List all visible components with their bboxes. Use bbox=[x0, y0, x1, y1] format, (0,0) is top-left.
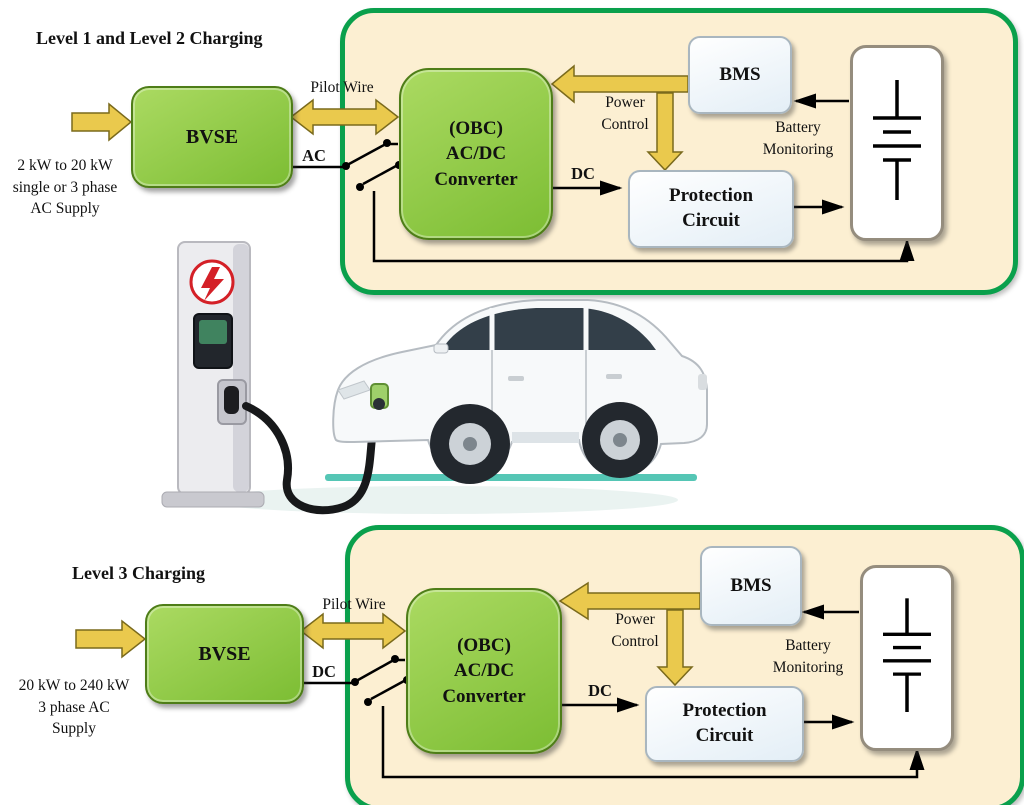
level12-bvse-box: BVSE bbox=[131, 86, 293, 188]
level3-title: Level 3 Charging bbox=[72, 563, 205, 583]
level12-pilot-wire-label: Pilot Wire bbox=[310, 79, 374, 96]
level3-supply-arrow bbox=[75, 619, 147, 659]
level12-supply-arrow bbox=[71, 102, 133, 142]
level3-protection-circuit-box: Protection Circuit bbox=[645, 686, 804, 762]
level12-bms-box: BMS bbox=[688, 36, 792, 114]
level3-bvse-box: BVSE bbox=[145, 604, 304, 704]
station-screen bbox=[193, 313, 233, 369]
car-body bbox=[332, 299, 708, 477]
level12-battery-monitoring-label: Battery Monitoring bbox=[762, 119, 834, 158]
ground-shadow bbox=[202, 486, 678, 514]
level3-battery-box bbox=[860, 565, 954, 751]
front-wheel bbox=[430, 404, 510, 484]
level12-obc-box: (OBC) AC/DC Converter bbox=[399, 68, 553, 240]
electric-car bbox=[332, 299, 708, 484]
level3-supply-label: 20 kW to 240 kW 3 phase AC Supply bbox=[18, 677, 130, 738]
charge-port bbox=[373, 398, 385, 410]
level12-title: Level 1 and Level 2 Charging bbox=[36, 28, 263, 48]
level3-bms-box: BMS bbox=[700, 546, 802, 626]
level3-battery-monitoring-label: Battery Monitoring bbox=[772, 637, 844, 676]
station-base bbox=[161, 491, 265, 508]
door-handle bbox=[508, 376, 524, 381]
car-windows bbox=[445, 308, 656, 350]
connector-holster bbox=[217, 379, 247, 425]
lightning-icon bbox=[201, 267, 224, 301]
door-handle bbox=[606, 374, 622, 379]
rocker-panel bbox=[512, 432, 579, 443]
battery-icon bbox=[873, 80, 921, 200]
teal-ground-stripe bbox=[325, 474, 697, 481]
level3-obc-box: (OBC) AC/DC Converter bbox=[406, 588, 562, 754]
charge-plug bbox=[370, 383, 389, 409]
headlight bbox=[337, 380, 371, 400]
level3-dc-label: DC bbox=[588, 681, 612, 700]
level3-power-control-label: Power Control bbox=[611, 611, 659, 650]
level12-ac-label: AC bbox=[302, 146, 326, 165]
level12-battery-box bbox=[850, 45, 944, 241]
level12-protection-circuit-box: Protection Circuit bbox=[628, 170, 794, 248]
level3-pilot-wire-label: Pilot Wire bbox=[322, 596, 386, 613]
door-seams bbox=[491, 350, 587, 428]
lightning-logo bbox=[189, 259, 235, 305]
taillight bbox=[698, 374, 707, 390]
level3-dc-input-label: DC bbox=[312, 662, 336, 681]
battery-icon bbox=[883, 598, 931, 712]
charging-cable bbox=[242, 400, 383, 515]
level12-power-control-label: Power Control bbox=[601, 94, 649, 133]
level12-supply-label: 2 kW to 20 kW single or 3 phase AC Suppl… bbox=[12, 157, 118, 218]
side-mirror bbox=[433, 343, 449, 354]
rear-wheel bbox=[582, 402, 658, 478]
level12-dc-label: DC bbox=[571, 164, 595, 183]
charging-station bbox=[161, 241, 265, 508]
